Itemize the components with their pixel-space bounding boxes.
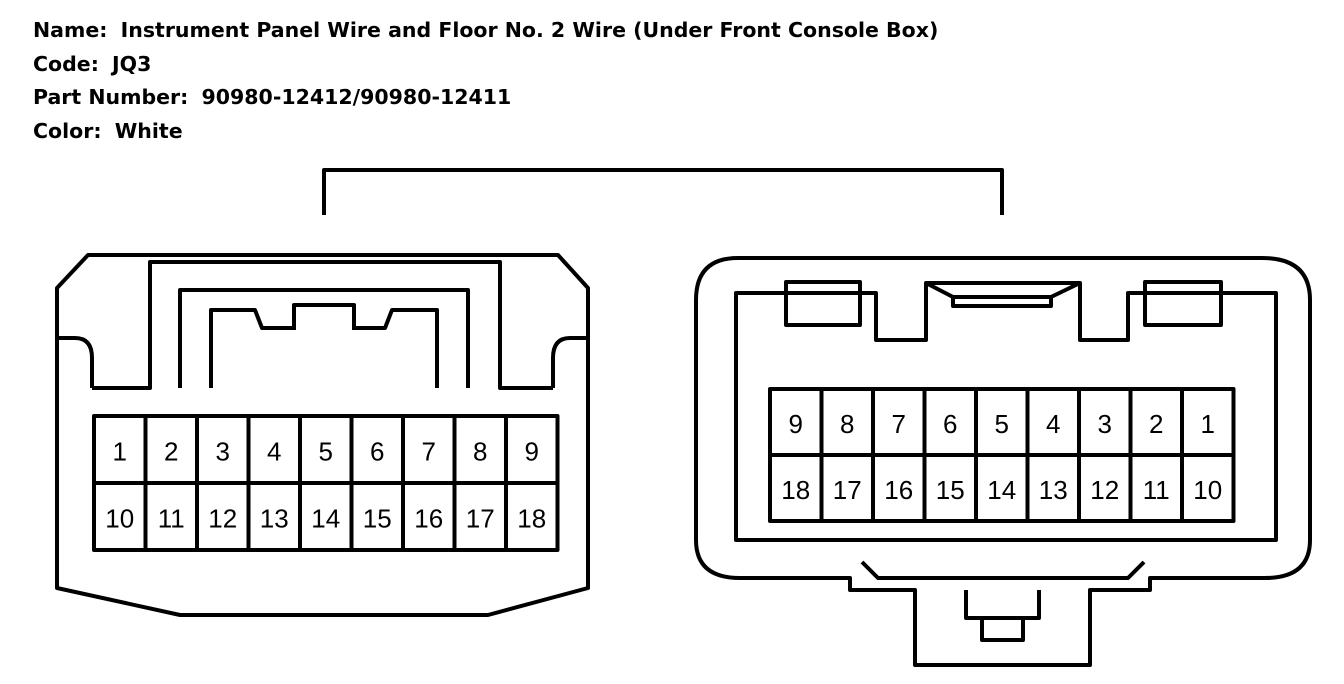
right-pin-16: 16 (884, 475, 913, 505)
color-value: White (114, 118, 183, 143)
right-pin-7: 7 (892, 409, 906, 439)
left-pin-14: 14 (311, 504, 340, 534)
color-label: Color: (33, 118, 102, 143)
right-pin-1: 1 (1201, 409, 1215, 439)
right-pin-8: 8 (840, 409, 854, 439)
right-pin-12: 12 (1090, 475, 1119, 505)
right-pin-9: 9 (789, 409, 803, 439)
left-connector-housing (55, 253, 590, 617)
left-pin-2: 2 (164, 437, 178, 467)
left-pin-12: 12 (208, 504, 237, 534)
code-value: JQ3 (112, 51, 152, 76)
name-value: Instrument Panel Wire and Floor No. 2 Wi… (120, 18, 939, 42)
left-pin-15: 15 (363, 504, 392, 534)
left-pin-18: 18 (517, 504, 546, 534)
right-pin-5: 5 (995, 409, 1009, 439)
right-pin-6: 6 (943, 409, 957, 439)
right-pin-15: 15 (936, 475, 965, 505)
code-row: Code: JQ3 (33, 48, 938, 82)
right-pin-14: 14 (987, 475, 1016, 505)
left-pin-11: 11 (158, 504, 185, 534)
left-pin-6: 6 (370, 437, 384, 467)
right-pin-3: 3 (1098, 409, 1112, 439)
code-label: Code: (33, 51, 99, 76)
right-pin-2: 2 (1149, 409, 1163, 439)
right-pin-18: 18 (781, 475, 810, 505)
left-pin-17: 17 (466, 504, 495, 534)
left-pin-10: 10 (105, 504, 134, 534)
left-pin-3: 3 (216, 437, 230, 467)
right-pin-4: 4 (1046, 409, 1060, 439)
left-pin-5: 5 (319, 437, 333, 467)
left-pin-16: 16 (414, 504, 443, 534)
right-pin-numbers: 9 8 7 6 5 4 3 2 1 18 17 16 15 14 13 12 11 10 (781, 409, 1222, 505)
right-connector-housing (694, 256, 1312, 667)
right-pin-13: 13 (1039, 475, 1068, 505)
left-pin-13: 13 (260, 504, 289, 534)
right-pin-11: 11 (1143, 475, 1170, 505)
left-pin-1: 1 (113, 437, 127, 467)
left-pin-9: 9 (525, 437, 539, 467)
right-pin-10: 10 (1193, 475, 1222, 505)
left-pin-7: 7 (422, 437, 436, 467)
color-row: Color: White (33, 115, 938, 149)
right-terminal-grid (768, 387, 1236, 523)
connector-info: Name: Instrument Panel Wire and Floor No… (33, 14, 938, 148)
mating-bracket (322, 168, 1004, 215)
right-pin-17: 17 (833, 475, 862, 505)
left-pin-8: 8 (473, 437, 487, 467)
name-row: Name: Instrument Panel Wire and Floor No… (33, 14, 938, 48)
part-number-row: Part Number: 90980-12412/90980-12411 (33, 81, 938, 115)
part-number-value: 90980-12412/90980-12411 (201, 85, 512, 109)
name-label: Name: (33, 18, 108, 42)
part-number-label: Part Number: (33, 85, 189, 109)
left-pin-4: 4 (267, 437, 281, 467)
left-terminal-grid (92, 414, 560, 552)
